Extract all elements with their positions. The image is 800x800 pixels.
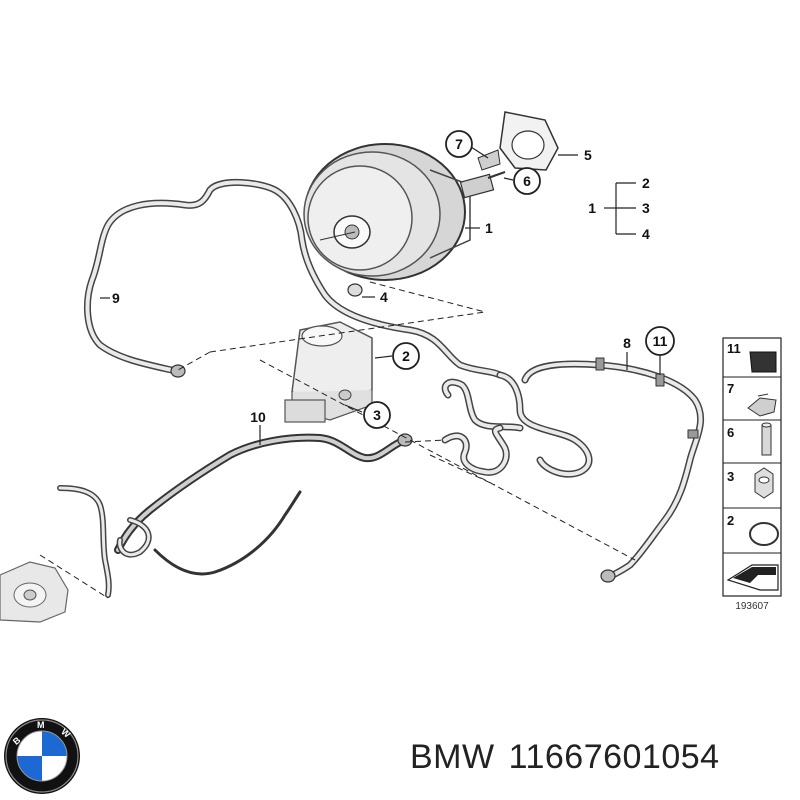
leader-lines bbox=[100, 144, 661, 445]
svg-text:1: 1 bbox=[485, 220, 493, 236]
svg-text:8: 8 bbox=[623, 335, 631, 351]
svg-text:7: 7 bbox=[455, 136, 463, 152]
reference-lines bbox=[39, 281, 636, 599]
part-caption: BMW 11667601054 bbox=[410, 738, 734, 777]
vacuum-hose-8 bbox=[441, 357, 705, 583]
legend-item-11: 11 bbox=[727, 341, 777, 373]
callout-11: 11 bbox=[645, 326, 675, 356]
callout-1: 1 bbox=[485, 220, 493, 236]
arrow-icon bbox=[726, 564, 779, 591]
brand-name: BMW bbox=[410, 738, 495, 776]
svg-text:5: 5 bbox=[584, 147, 592, 163]
svg-text:2: 2 bbox=[727, 513, 734, 528]
callout-5: 5 bbox=[584, 147, 592, 163]
master-cylinder bbox=[284, 321, 373, 423]
svg-text:M: M bbox=[37, 720, 45, 730]
brake-booster bbox=[303, 143, 506, 297]
bracket-clip bbox=[477, 149, 501, 171]
callout-3: 3 bbox=[363, 401, 391, 429]
svg-text:1: 1 bbox=[588, 200, 596, 216]
group-parent-label: 1 bbox=[588, 200, 596, 216]
svg-text:3: 3 bbox=[642, 200, 650, 216]
callout-4: 4 bbox=[380, 289, 388, 305]
svg-text:10: 10 bbox=[250, 409, 266, 425]
gasket bbox=[499, 111, 559, 171]
callout-7: 7 bbox=[445, 130, 473, 158]
legend-panel: 11 7 6 3 2 bbox=[722, 337, 782, 597]
svg-text:B: B bbox=[11, 735, 23, 747]
group-child-labels: 2 3 4 bbox=[642, 175, 650, 242]
callout-2: 2 bbox=[392, 342, 420, 370]
drawing-code: 193607 bbox=[735, 601, 769, 612]
legend-item-2: 2 bbox=[727, 513, 779, 546]
vacuum-line-10 bbox=[57, 433, 413, 598]
svg-text:3: 3 bbox=[373, 407, 381, 423]
svg-text:11: 11 bbox=[653, 333, 668, 349]
svg-text:2: 2 bbox=[402, 348, 410, 364]
svg-text:6: 6 bbox=[727, 425, 734, 440]
callout-6: 6 bbox=[513, 167, 541, 195]
vacuum-pump bbox=[0, 561, 69, 623]
part-number: 11667601054 bbox=[508, 738, 720, 776]
legend-item-6: 6 bbox=[727, 422, 772, 456]
svg-text:6: 6 bbox=[523, 173, 531, 189]
svg-text:9: 9 bbox=[112, 290, 120, 306]
svg-text:4: 4 bbox=[642, 226, 650, 242]
callout-9: 9 bbox=[112, 290, 120, 306]
legend-item-3: 3 bbox=[727, 467, 774, 499]
svg-text:7: 7 bbox=[727, 381, 734, 396]
legend-item-7: 7 bbox=[727, 381, 777, 417]
svg-text:2: 2 bbox=[642, 175, 650, 191]
callout-8: 8 bbox=[623, 335, 631, 351]
svg-text:11: 11 bbox=[727, 341, 741, 356]
svg-text:4: 4 bbox=[380, 289, 388, 305]
svg-text:3: 3 bbox=[727, 469, 734, 484]
callout-10: 10 bbox=[250, 409, 266, 425]
bmw-logo: B M W bbox=[4, 718, 80, 794]
svg-text:193607: 193607 bbox=[735, 601, 769, 612]
